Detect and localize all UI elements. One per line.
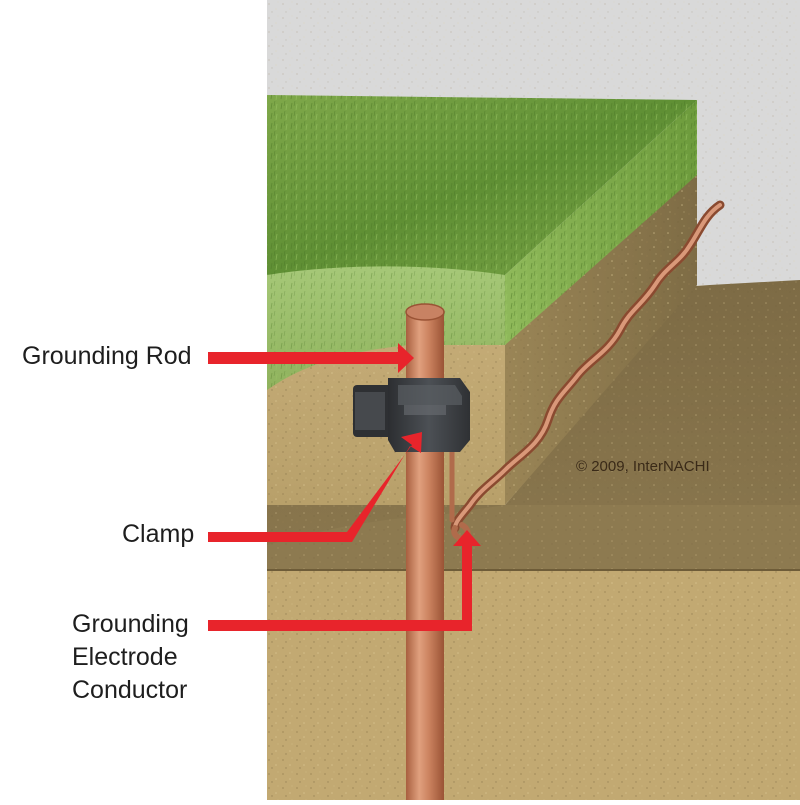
arrow-clamp [208, 432, 422, 542]
label-gec-line3: Conductor [72, 676, 188, 704]
copyright-notice: © 2009, InterNACHI [576, 458, 710, 475]
label-gec-line1: Grounding [72, 610, 189, 638]
arrow-grounding-rod [208, 343, 414, 373]
label-gec-line2: Electrode [72, 643, 178, 671]
label-grounding-rod: Grounding Rod [22, 342, 192, 370]
callout-arrows [208, 343, 481, 631]
label-grounding-electrode-conductor: Grounding Electrode Conductor [72, 608, 189, 707]
arrow-conductor [208, 530, 481, 631]
label-clamp: Clamp [122, 520, 195, 548]
clamp [353, 378, 470, 452]
